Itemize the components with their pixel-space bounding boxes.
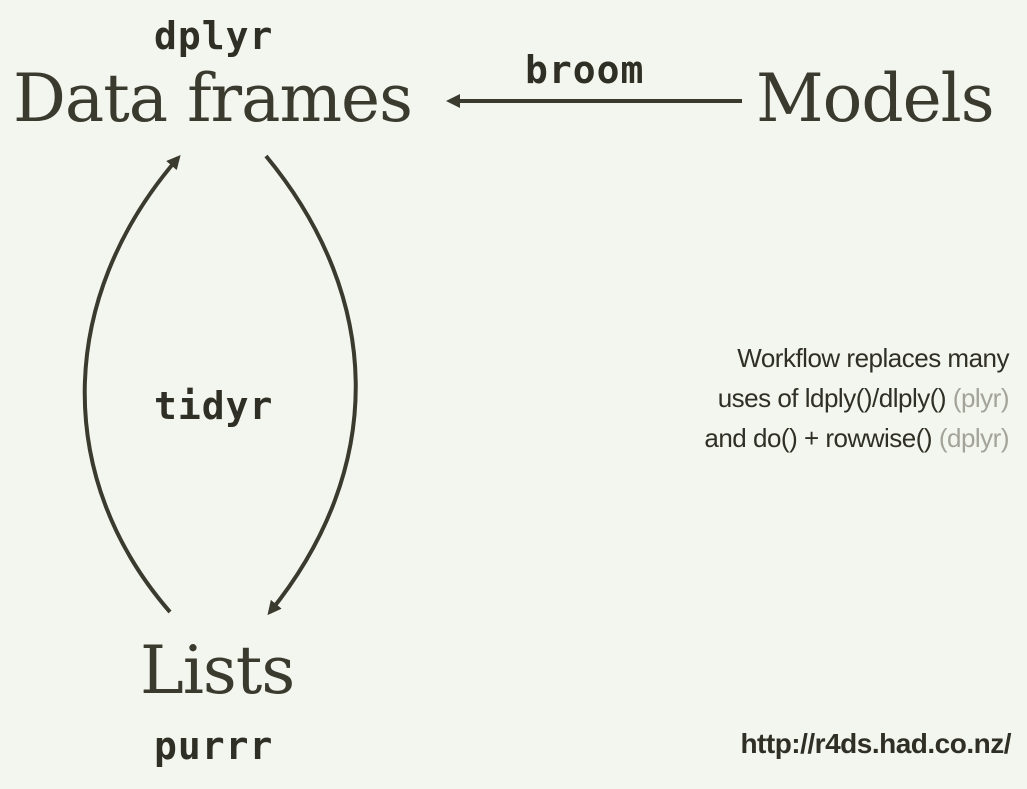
- note-line-3-muted: (dplyr): [938, 423, 1010, 453]
- arrow-lists-to-data-frames: [82, 154, 181, 614]
- lists-node: Lists: [140, 632, 295, 709]
- note-line-2-muted: (plyr): [952, 383, 1010, 413]
- dplyr-label: dplyr: [154, 14, 274, 58]
- tidyr-label: tidyr: [154, 384, 274, 428]
- data-frames-node: Data frames: [13, 60, 413, 137]
- purrr-label: purrr: [154, 724, 274, 768]
- note-line-3: and do() + rowwise() (dplyr): [629, 418, 1009, 458]
- arrow-data-frames-to-lists: [264, 154, 358, 616]
- models-node: Models: [756, 60, 995, 137]
- broom-label: broom: [525, 48, 645, 92]
- note-line-3-main: and do() + rowwise(): [704, 423, 933, 453]
- note-line-2: uses of ldply()/dlply() (plyr): [629, 378, 1010, 418]
- r4ds-url: http://r4ds.had.co.nz/: [740, 728, 1011, 759]
- note-line-2-main: uses of ldply()/dlply(): [717, 383, 947, 413]
- workflow-note: Workflow replaces many uses of ldply()/d…: [629, 338, 1009, 458]
- note-line-1: Workflow replaces many: [737, 343, 1009, 373]
